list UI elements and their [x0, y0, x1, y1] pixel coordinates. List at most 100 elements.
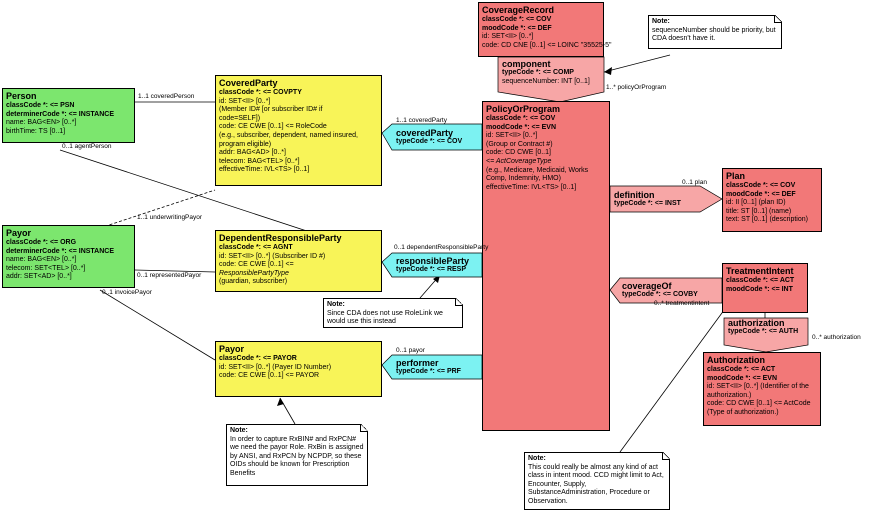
- dependent-attr: code: CE CWE [0..1] <=: [219, 261, 294, 269]
- payor-role-class[interactable]: Payor classCode *: <= PAYOR id: SET<II> …: [215, 341, 382, 397]
- dependent-attr: (guardian, subscriber): [219, 278, 288, 286]
- authorization-attr: id: SET<II> [0..*] (Identifier of the: [707, 383, 809, 391]
- coverage-of-connector[interactable]: coverageOf typeCode *: <= COVBY: [618, 279, 722, 303]
- authorization-connector-shape: [723, 317, 809, 353]
- note-title: Note:: [230, 427, 248, 434]
- note-sequence-number: Note: sequenceNumber should be priority,…: [648, 15, 782, 49]
- responsible-party-connector[interactable]: responsibleParty typeCode *: <= RESP: [392, 254, 482, 277]
- label-plan: 0..1 plan: [682, 179, 707, 186]
- policy-attr: Comp, Indemnity, HMO): [486, 175, 561, 183]
- authorization-attr: code: CD CWE [0..1] <= ActCode: [707, 400, 811, 408]
- label-dependent-responsible-party: 0..1 dependentResponsibleParty: [394, 244, 489, 251]
- authorization-connector[interactable]: authorization typeCode *: <= AUTH: [724, 316, 808, 344]
- payor-role-title: Payor: [219, 344, 245, 354]
- plan-title: Plan: [726, 171, 746, 181]
- payor-role-class-code: classCode *: <= PAYOR: [219, 355, 297, 362]
- plan-attr: id: II [0..1] (plan ID): [726, 199, 786, 207]
- coverage-of-connector-type: typeCode *: <= COVBY: [622, 291, 698, 298]
- coverage-record-id: id: SET<II> [0..*]: [482, 33, 534, 41]
- authorization-connector-type: typeCode *: <= AUTH: [728, 328, 799, 335]
- covered-party-attr: program eligible): [219, 140, 272, 148]
- component-sequence-number: sequenceNumber: INT [0..1]: [502, 77, 590, 85]
- payor-role-attr: code: CE CWE [0..1] <= PAYOR: [219, 372, 320, 380]
- coverage-record-class[interactable]: CoverageRecord classCode *: <= COV moodC…: [478, 2, 611, 57]
- performer-connector-type: typeCode *: <= PRF: [396, 368, 461, 375]
- dependent-class-code: classCode *: <= AGNT: [219, 244, 293, 251]
- label-policy-or-program: 1..* policyOrProgram: [606, 84, 667, 91]
- note-text: In order to capture RxBIN# and RxPCN# we…: [230, 435, 364, 477]
- label-treatment-intent: 0..* treatmentIntent: [654, 300, 710, 307]
- policy-or-program-class[interactable]: PolicyOrProgram classCode *: <= COV mood…: [482, 101, 610, 431]
- dependent-attr: id: SET<II> [0..*] (Subscriber ID #): [219, 252, 326, 260]
- covered-party-connector-title: coveredParty: [396, 128, 454, 138]
- note-payor: Note: In order to capture RxBIN# and RxP…: [226, 424, 368, 486]
- treatment-intent-mood-code: moodCode *: <= INT: [726, 285, 793, 293]
- covered-party-class[interactable]: CoveredParty classCode *: <= COVPTY id: …: [215, 75, 382, 186]
- note-text: Since CDA does not use RoleLink we would…: [327, 309, 443, 326]
- person-determiner-code: determinerCode *: <= INSTANCE: [6, 110, 115, 118]
- person-birth-time: birthTime: TS [0..1]: [6, 127, 66, 135]
- label-represented-payor: 0..1 representedPayor: [137, 272, 202, 279]
- coverage-record-title: CoverageRecord: [482, 5, 555, 15]
- covered-party-attr: telecom: BAG<TEL> [0..*]: [219, 157, 300, 165]
- policy-attr: id: SET<II> [0..*]: [486, 132, 538, 140]
- person-class-code: classCode *: <= PSN: [6, 102, 75, 109]
- policy-attr: (e.g., Medicare, Medicaid, Works: [486, 166, 589, 174]
- label-authorization: 0..* authorization: [812, 334, 861, 341]
- payor-entity-class-code: classCode *: <= ORG: [6, 239, 77, 246]
- note-text: This could really be almost any kind of …: [528, 463, 664, 505]
- authorization-class-code: classCode *: <= ACT: [707, 366, 776, 373]
- label-payor: 0..1 payor: [396, 347, 425, 354]
- payor-entity-title: Payor: [6, 228, 32, 238]
- policy-attr: effectiveTime: IVL<TS> [0..1]: [486, 183, 577, 191]
- plan-attr: title: ST [0..1] (name): [726, 207, 792, 215]
- policy-attr: <= ActCoverageType: [486, 157, 552, 165]
- policy-attr: (Group or Contract #): [486, 140, 553, 148]
- label-covered-party: 1..1 coveredParty: [396, 117, 447, 124]
- authorization-connector-title: authorization: [728, 318, 785, 328]
- payor-entity-name: name: BAG<EN> [0..*]: [6, 256, 77, 264]
- authorization-title: Authorization: [707, 355, 765, 365]
- component-connector-shape: [497, 56, 605, 103]
- person-name: name: BAG<EN> [0..*]: [6, 119, 77, 127]
- performer-connector[interactable]: performer typeCode *: <= PRF: [392, 356, 482, 379]
- covered-party-connector-type: typeCode *: <= COV: [396, 138, 463, 145]
- responsible-party-connector-type: typeCode *: <= RESP: [396, 266, 467, 273]
- payor-entity-addr: addr: SET<AD> [0..*]: [6, 273, 72, 281]
- note-title: Note:: [652, 18, 670, 25]
- treatment-intent-class[interactable]: TreatmentIntent classCode *: <= ACT mood…: [722, 263, 808, 313]
- covered-party-class-code: classCode *: <= COVPTY: [219, 89, 302, 96]
- definition-connector[interactable]: definition typeCode *: <= INST: [610, 188, 706, 212]
- note-rolelink: Note: Since CDA does not use RoleLink we…: [323, 298, 463, 328]
- plan-attr: text: ST [0..1] (description): [726, 216, 808, 224]
- covered-party-connector[interactable]: coveredParty typeCode *: <= COV: [392, 126, 482, 150]
- component-title: component: [502, 59, 551, 69]
- responsible-party-connector-title: responsibleParty: [396, 256, 470, 266]
- authorization-class[interactable]: Authorization classCode *: <= ACT moodCo…: [703, 352, 821, 426]
- component-connector[interactable]: component typeCode *: <= COMP sequenceNu…: [498, 57, 604, 91]
- definition-connector-title: definition: [614, 190, 655, 200]
- plan-class[interactable]: Plan classCode *: <= COV moodCode *: <= …: [722, 168, 822, 232]
- label-underwriting-payor: 1..1 underwritingPayor: [137, 214, 203, 221]
- policy-mood-code: moodCode *: <= EVN: [486, 123, 557, 131]
- policy-class-code: classCode *: <= COV: [486, 115, 556, 122]
- label-covered-person: 1..1 coveredPerson: [138, 93, 195, 100]
- dependent-responsible-party-class[interactable]: DependentResponsibleParty classCode *: <…: [215, 230, 382, 292]
- note-text: sequenceNumber should be priority, but C…: [652, 26, 776, 43]
- definition-connector-type: typeCode *: <= INST: [614, 200, 681, 207]
- authorization-attr: (Type of authorization.): [707, 408, 779, 416]
- plan-mood-code: moodCode *: <= DEF: [726, 190, 796, 198]
- covered-party-attr: code=SELF]): [219, 114, 261, 122]
- dependent-title: DependentResponsibleParty: [219, 233, 342, 243]
- authorization-attr: authorization.): [707, 391, 752, 399]
- plan-class-code: classCode *: <= COV: [726, 182, 796, 189]
- covered-party-attr: id: SET<II> [0..*]: [219, 97, 271, 105]
- note-act-class: Note: This could really be almost any ki…: [524, 452, 670, 510]
- payor-entity-class[interactable]: Payor classCode *: <= ORG determinerCode…: [2, 225, 135, 288]
- payor-role-attr: id: SET<II> [0..*] (Payer ID Number): [219, 363, 332, 371]
- person-title: Person: [6, 91, 37, 101]
- person-class[interactable]: Person classCode *: <= PSN determinerCod…: [2, 88, 135, 143]
- covered-party-attr: code: CE CWE [0..1] <= RoleCode: [219, 123, 327, 131]
- coverage-record-class-code: classCode *: <= COV: [482, 16, 552, 23]
- note-title: Note:: [528, 455, 546, 462]
